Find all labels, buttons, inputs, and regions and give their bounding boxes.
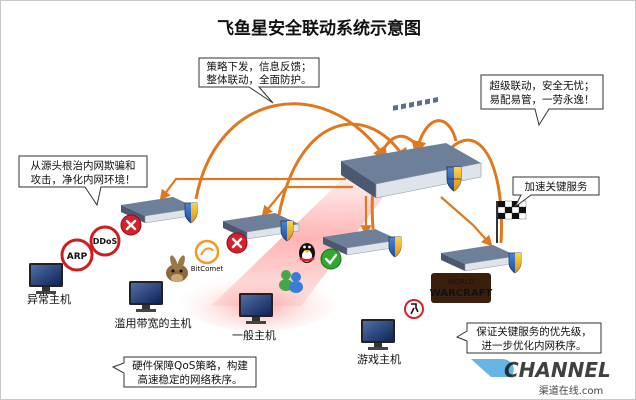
svg-text:攻击，净化内网环境！: 攻击，净化内网环境！ (31, 173, 136, 186)
host-abnormal-monitor-icon (29, 263, 63, 294)
callout-hardware: 硬件保障QoS策略，构建 高速稳定的网络秩序。 (111, 356, 257, 388)
threat-ddos: DDoS (89, 225, 121, 257)
switch-left-shield-icon (184, 202, 198, 224)
callout-strategy: 策略下发，信息反馈； 整体联动，全面防护。 (198, 57, 320, 104)
callout-source: 从源头根治内网欺骗和 攻击，净化内网环境！ (18, 155, 148, 207)
svg-text:WORLD: WORLD (448, 278, 475, 286)
host-normal-monitor-icon (239, 293, 273, 324)
switch-right-shield-icon (508, 252, 522, 274)
svg-text:硬件保障QoS策略，构建: 硬件保障QoS策略，构建 (132, 359, 248, 372)
counterstrike-icon (404, 299, 424, 319)
switch-third-shield-icon (388, 236, 402, 258)
racing-flag-icon (496, 200, 527, 243)
callout-guarantee: 保证关键服务的优先级， 进一步优化内网秩序。 (455, 322, 602, 354)
svg-text:进一步优化内网秩序。: 进一步优化内网秩序。 (482, 339, 587, 352)
svg-text:整体联动，全面防护。: 整体联动，全面防护。 (207, 73, 312, 86)
bitcomet-icon: BitComet (191, 239, 224, 273)
host-abuse-monitor-icon (129, 281, 163, 312)
switch-right (441, 245, 522, 274)
host-abuse-label: 滥用带宽的主机 (115, 316, 192, 330)
threat-arp: ARP (60, 238, 94, 272)
svg-text:CHANNEL: CHANNEL (504, 358, 611, 382)
switch-second (223, 213, 300, 242)
svg-text:WARCRAFT: WARCRAFT (430, 288, 493, 299)
callout-super: 超级联动，安全无忧； 易配易管，一劳永逸！ (480, 74, 604, 127)
host-abnormal-label: 异常主机 (27, 292, 71, 306)
callout-accelerate: 加速关键服务 (512, 176, 600, 208)
diagram-title: 飞鱼星安全联动系统示意图 (217, 18, 421, 39)
host-normal-label: 一般主机 (232, 328, 276, 342)
svg-text:DDoS: DDoS (93, 237, 118, 246)
warcraft-logo: WORLD WARCRAFT (430, 273, 493, 303)
svg-text:超级联动，安全无忧；: 超级联动，安全无忧； (490, 79, 595, 92)
host-game-monitor-icon (361, 319, 395, 350)
bitcomet-label: BitComet (191, 265, 224, 273)
svg-text:高速稳定的网络秩序。: 高速稳定的网络秩序。 (138, 373, 243, 386)
watermark-logo: CHANNEL 渠道在线.com (471, 358, 611, 397)
svg-text:渠道在线.com: 渠道在线.com (539, 384, 604, 397)
switch-third (323, 229, 402, 258)
blocked-icon-second (226, 232, 248, 254)
host-game-label: 游戏主机 (357, 352, 401, 366)
svg-text:从源头根治内网欺骗和: 从源头根治内网欺骗和 (31, 159, 136, 172)
svg-text:ARP: ARP (67, 252, 88, 262)
svg-text:保证关键服务的优先级，: 保证关键服务的优先级， (476, 325, 592, 338)
donkey-icon (166, 255, 188, 282)
qq-penguin-icon (299, 243, 315, 263)
msn-icon (279, 270, 303, 293)
ok-check-icon (320, 248, 342, 270)
core-switch-shield-icon (446, 166, 462, 192)
svg-text:加速关键服务: 加速关键服务 (525, 180, 588, 193)
svg-text:策略下发，信息反馈；: 策略下发，信息反馈； (207, 60, 312, 73)
switch-second-shield-icon (280, 220, 294, 242)
blocked-icon-left (120, 214, 142, 236)
core-switch (341, 97, 482, 199)
svg-text:易配易管，一劳永逸！: 易配易管，一劳永逸！ (490, 93, 595, 106)
